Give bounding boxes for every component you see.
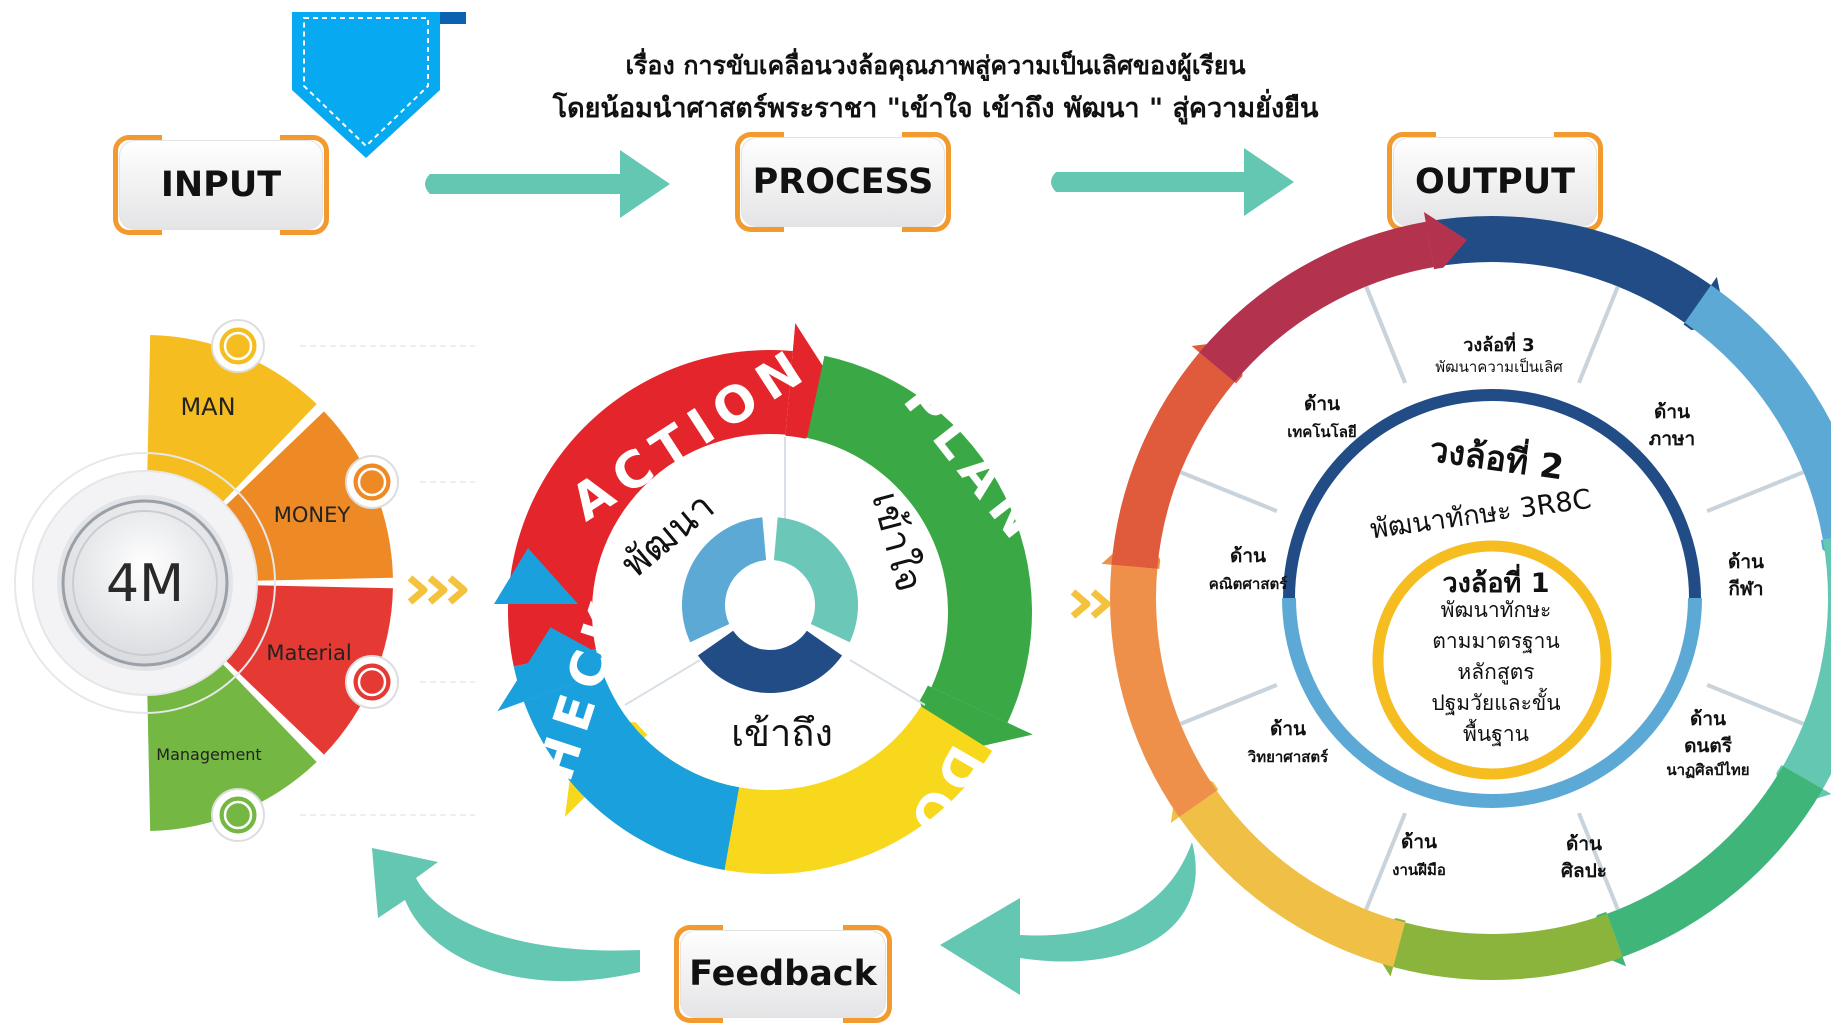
pdca-segment-check: [523, 672, 740, 871]
wheel-outer-segment-2: [1684, 285, 1831, 540]
center-donut-hole: [726, 561, 814, 649]
sector-label-line1: ด้าน: [1566, 833, 1602, 855]
pdca-cycle: [494, 323, 1033, 874]
sector-label-line2: เทคโนโลยี: [1287, 422, 1356, 441]
pdca-segment-check-ext: [513, 649, 603, 702]
sector-label-line1: ด้าน: [1654, 401, 1690, 423]
fan-dot-ring: [357, 467, 387, 497]
input-box: INPUT: [113, 135, 329, 235]
sector-label-line1: ด้าน: [1690, 708, 1726, 730]
pdca-segment-action: [508, 350, 793, 667]
wheel-outer-segment-6: [1179, 790, 1406, 967]
pdca-segment-action-head: [783, 323, 849, 455]
wheel-spoke: [1179, 470, 1278, 513]
inner-label-reach: เข้าถึง: [731, 711, 833, 755]
fan-label-man: MAN: [180, 393, 235, 421]
fan-dot-ring: [223, 800, 253, 830]
wheel-outer-segment-7: [1109, 564, 1217, 818]
fan-dot-ring: [223, 331, 253, 361]
wheel-outer-segment-4: [1606, 766, 1823, 957]
fan-label-management: Management: [156, 745, 261, 764]
output-wheel: [1101, 211, 1831, 981]
feedback-arrow-left: [372, 848, 640, 982]
wheel3-title: วงล้อที่ 3: [1463, 332, 1534, 356]
wheel1-line: พัฒนาทักษะ: [1441, 598, 1552, 622]
wheel1-line: ตามมาตรฐาน: [1432, 629, 1560, 653]
pdca-check-head: [494, 548, 578, 604]
wheel-outer-segment-5: [1393, 913, 1623, 981]
wheel-spoke: [1179, 683, 1278, 726]
sector-label-line2: กีฬา: [1728, 578, 1763, 600]
sector-label-line3: นาฏศิลป์ไทย: [1666, 760, 1749, 779]
pdca-segment-plan: [807, 355, 1033, 723]
sector-label-line2: ดนตรี: [1684, 735, 1733, 757]
wheel1-title: วงล้อที่ 1: [1442, 563, 1549, 599]
wheel-outer-segment-3: [1782, 538, 1831, 789]
output-box: OUTPUT: [1387, 132, 1603, 232]
sector-label-line1: ด้าน: [1270, 718, 1306, 740]
sector-label-line1: ด้าน: [1401, 831, 1437, 853]
wheel3-sub: พัฒนาความเป็นเลิศ: [1435, 357, 1563, 376]
wheel-sector-labels: ด้านภาษาด้านกีฬาด้านดนตรีนาฏศิลป์ไทยด้าน…: [1209, 393, 1764, 882]
sector-label-line2: ภาษา: [1649, 428, 1695, 450]
wheel-outer-segment-9: [1199, 221, 1434, 383]
wheel-outer-segment-1: [1425, 215, 1712, 323]
wheel-inner: วงล้อที่ 2 พัฒนาทักษะ 3R8C วงล้อที่ 1 พั…: [1264, 332, 1720, 826]
wheel-sector-ring: [1158, 264, 1826, 933]
4m-label: 4M: [106, 554, 184, 614]
wheel-outer-arrow-9: [1423, 211, 1467, 277]
fan-dot-ring: [357, 667, 387, 697]
center-donut-develop: [682, 517, 767, 643]
arrow-input-to-process: [425, 150, 670, 218]
title-line-2: โดยน้อมนำศาสตร์พระราชา "เข้าใจ เข้าถึง พ…: [552, 93, 1319, 124]
sector-label-line2: งานฝีมือ: [1392, 861, 1446, 879]
sector-label-line2: คณิตศาสตร์: [1209, 575, 1289, 593]
sector-label-line1: ด้าน: [1304, 393, 1340, 415]
wheel-spoke: [1364, 812, 1407, 911]
fan-label-money: MONEY: [274, 503, 351, 527]
fan-labels: MAN MONEY Material Management: [156, 393, 351, 764]
wheel-spoke: [1364, 285, 1407, 384]
wheel1-line: ปฐมวัยและขั้น: [1431, 688, 1560, 715]
wheel-outer-segment-8: [1111, 352, 1235, 569]
process-box: PROCESS: [735, 132, 951, 232]
sector-label-line2: วิทยาศาสตร์: [1247, 748, 1329, 766]
wheel-spoke: [1706, 470, 1805, 513]
wheel-spoke: [1577, 812, 1620, 911]
4m-center: 4M: [14, 452, 276, 714]
arrow-process-to-output: [1051, 148, 1294, 216]
feedback-box: Feedback: [674, 925, 892, 1023]
sector-label-line2: ศิลปะ: [1561, 860, 1607, 882]
wheel1-line: พื้นฐาน: [1463, 719, 1529, 746]
wheel-spoke: [1577, 285, 1620, 384]
center-donut-reach: [697, 630, 843, 693]
title-line-1: เรื่อง การขับเคลื่อนวงล้อคุณภาพสู่ความเป…: [625, 51, 1246, 80]
center-donut-understand: [773, 517, 858, 643]
wheel1-line: หลักสูตร: [1457, 660, 1534, 685]
sector-label-line1: ด้าน: [1728, 551, 1764, 573]
sector-label-line1: ด้าน: [1230, 545, 1266, 567]
chevrons-left: [407, 575, 468, 605]
feedback-arrow-right: [940, 842, 1196, 995]
fan-label-material: Material: [266, 641, 351, 665]
wheel-spoke: [1706, 683, 1805, 726]
